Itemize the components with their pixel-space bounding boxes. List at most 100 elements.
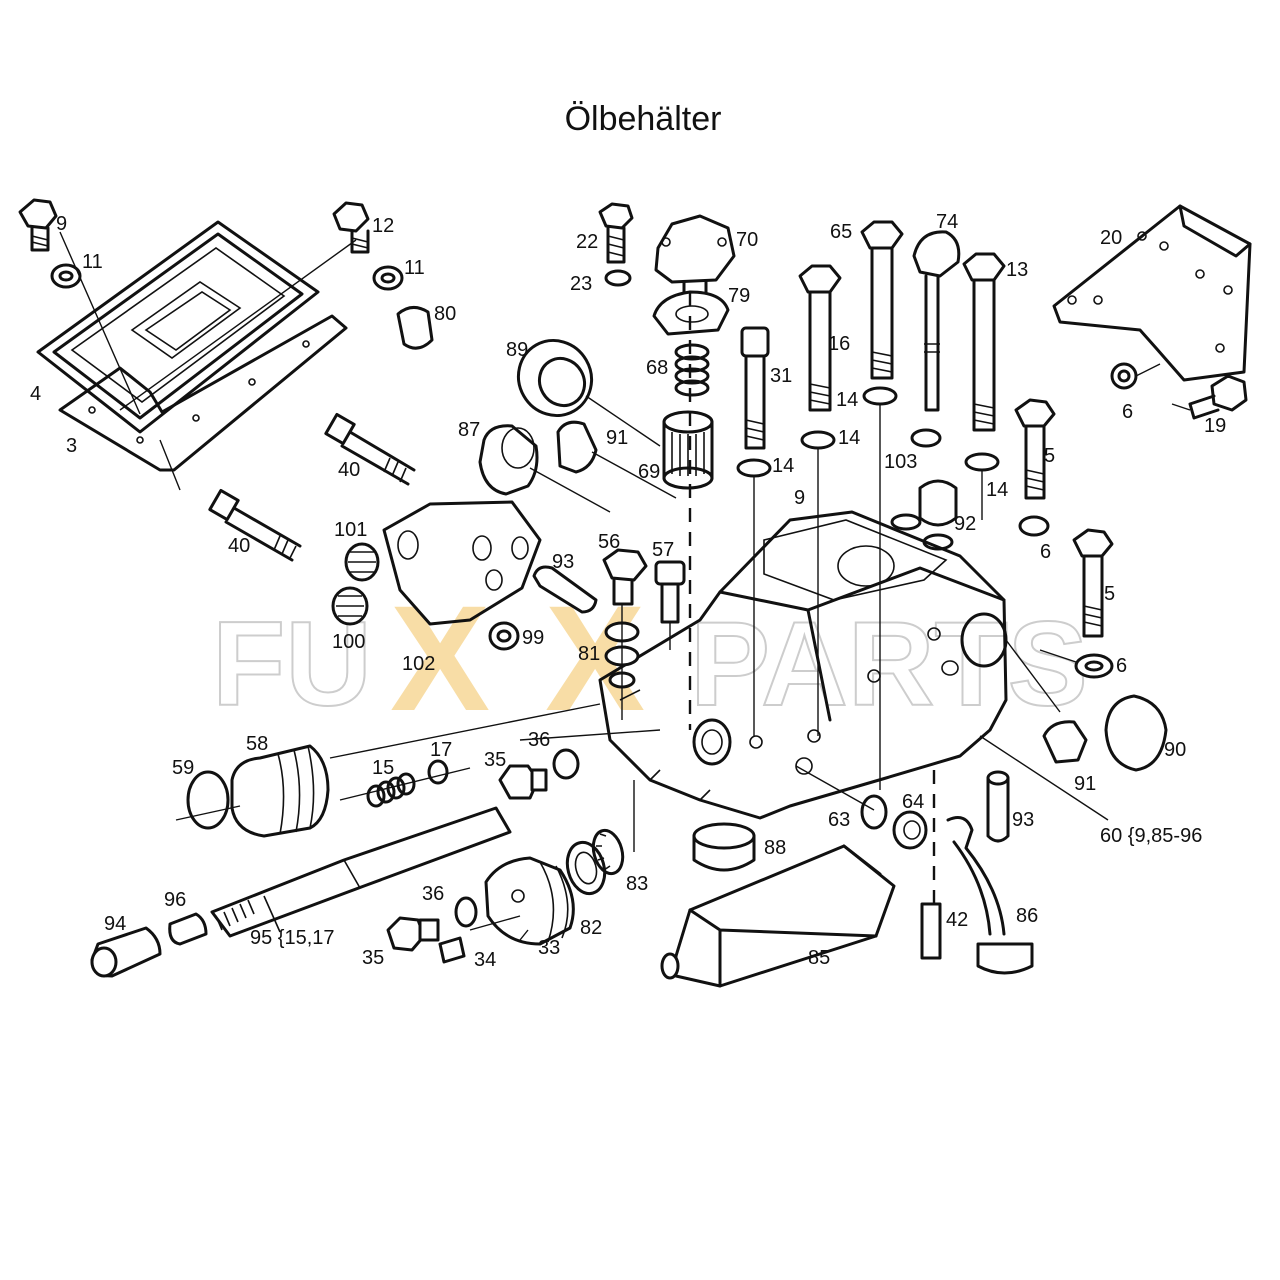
plug-64 xyxy=(892,810,928,850)
callout-label: 6 xyxy=(1040,541,1051,563)
callout-label: 60 {9,85-96 xyxy=(1100,825,1202,847)
ring-59 xyxy=(186,770,230,830)
callout-label: 57 xyxy=(652,539,674,561)
callout-label: 68 xyxy=(646,357,668,379)
callout-label: 91 xyxy=(1074,773,1096,795)
bolt-40-lower xyxy=(208,488,302,562)
callout-label: 40 xyxy=(228,535,250,557)
callout-label: 11 xyxy=(82,251,103,273)
pin-93-lower xyxy=(986,770,1010,843)
callout-label: 70 xyxy=(736,229,758,251)
callout-label: 15 xyxy=(372,757,394,779)
callout-label: 89 xyxy=(506,339,528,361)
callout-label: 102 xyxy=(402,653,435,675)
bushing-96 xyxy=(168,912,208,946)
bolt-40-upper xyxy=(324,412,416,486)
main-housing-60 xyxy=(598,510,1008,820)
bolt-31 xyxy=(740,326,770,450)
ring-83 xyxy=(591,828,625,876)
bolt-65 xyxy=(860,220,904,380)
washer-36-lower xyxy=(454,896,478,928)
filter-element-85 xyxy=(660,844,896,988)
callout-label: 58 xyxy=(246,733,268,755)
plug-92 xyxy=(918,479,958,527)
filter-69 xyxy=(662,410,714,490)
callout-label: 90 xyxy=(1164,739,1186,761)
dipstick-74 xyxy=(912,230,961,412)
callout-label: 4 xyxy=(30,383,41,405)
callout-label: 64 xyxy=(902,791,924,813)
callout-label: 35 xyxy=(484,749,506,771)
pin-42 xyxy=(920,902,942,960)
bolt-22 xyxy=(598,202,634,264)
gasket-3 xyxy=(58,314,348,472)
callout-label: 14 xyxy=(772,455,794,477)
callout-label: 36 xyxy=(422,883,444,905)
callout-label: 74 xyxy=(936,211,958,233)
washer-103 xyxy=(910,428,942,448)
parts-drawing xyxy=(18,198,1252,988)
callout-label: 91 xyxy=(606,427,628,449)
callout-label: 16 xyxy=(828,333,850,355)
nut-35-upper xyxy=(498,764,548,800)
callout-label: 56 xyxy=(598,531,620,553)
callout-label: 82 xyxy=(580,917,602,939)
callout-label: 42 xyxy=(946,909,968,931)
callout-label: 3 xyxy=(66,435,77,457)
pin-34 xyxy=(438,936,466,964)
gasket-79 xyxy=(652,290,730,336)
callout-label: 63 xyxy=(828,809,850,831)
callout-label: 96 xyxy=(164,889,186,911)
washer-14-d xyxy=(964,452,1000,472)
washer-14-b xyxy=(800,430,836,450)
washer-14-a xyxy=(736,458,772,478)
bushing-80 xyxy=(396,306,434,350)
bolt-5-lower xyxy=(1072,528,1114,638)
washer-14-c xyxy=(862,386,898,406)
callout-label: 92 xyxy=(954,513,976,535)
callout-label: 31 xyxy=(770,365,792,387)
callout-label: 12 xyxy=(372,215,394,237)
callout-label: 99 xyxy=(522,627,544,649)
callout-label: 93 xyxy=(1012,809,1034,831)
callout-label: 6 xyxy=(1122,401,1133,423)
plug-91-upper xyxy=(556,420,598,474)
callout-label: 69 xyxy=(638,461,660,483)
pin-93-upper xyxy=(532,565,598,614)
plug-101 xyxy=(344,542,380,582)
seal-63 xyxy=(860,794,888,830)
callout-label: 22 xyxy=(576,231,598,253)
callout-label: 86 xyxy=(1016,905,1038,927)
callout-label: 103 xyxy=(884,451,917,473)
bolt-19 xyxy=(1188,374,1248,420)
callout-labels: 9 11 12 11 80 4 3 40 40 101 100 102 99 8… xyxy=(30,211,1226,971)
callout-label: 6 xyxy=(1116,655,1127,677)
callout-label: 87 xyxy=(458,419,480,441)
callout-label: 9 xyxy=(794,487,805,509)
watermark-x-left: X xyxy=(390,574,490,742)
callout-label: 40 xyxy=(338,459,360,481)
callout-label: 14 xyxy=(836,389,858,411)
callout-label: 88 xyxy=(764,837,786,859)
callout-label: 14 xyxy=(986,479,1008,501)
callout-label: 101 xyxy=(334,519,367,541)
cover-90 xyxy=(1104,694,1168,772)
bushing-94 xyxy=(90,926,162,978)
nut-35-lower xyxy=(386,916,440,952)
callout-label: 14 xyxy=(838,427,860,449)
callout-label: 34 xyxy=(474,949,496,971)
bolt-16 xyxy=(798,264,842,412)
callout-label: 93 xyxy=(552,551,574,573)
seal-ring-89 xyxy=(516,338,594,418)
callout-label: 5 xyxy=(1104,583,1115,605)
callout-label: 20 xyxy=(1100,227,1122,249)
callout-label: 65 xyxy=(830,221,852,243)
callout-label: 83 xyxy=(626,873,648,895)
bolt-9-left xyxy=(18,198,58,252)
callout-label: 59 xyxy=(172,757,194,779)
bolt-12 xyxy=(332,201,370,254)
washer-6-upper xyxy=(1018,515,1050,537)
filter-head-70 xyxy=(654,214,736,302)
bolt-5-upper xyxy=(1014,398,1056,500)
